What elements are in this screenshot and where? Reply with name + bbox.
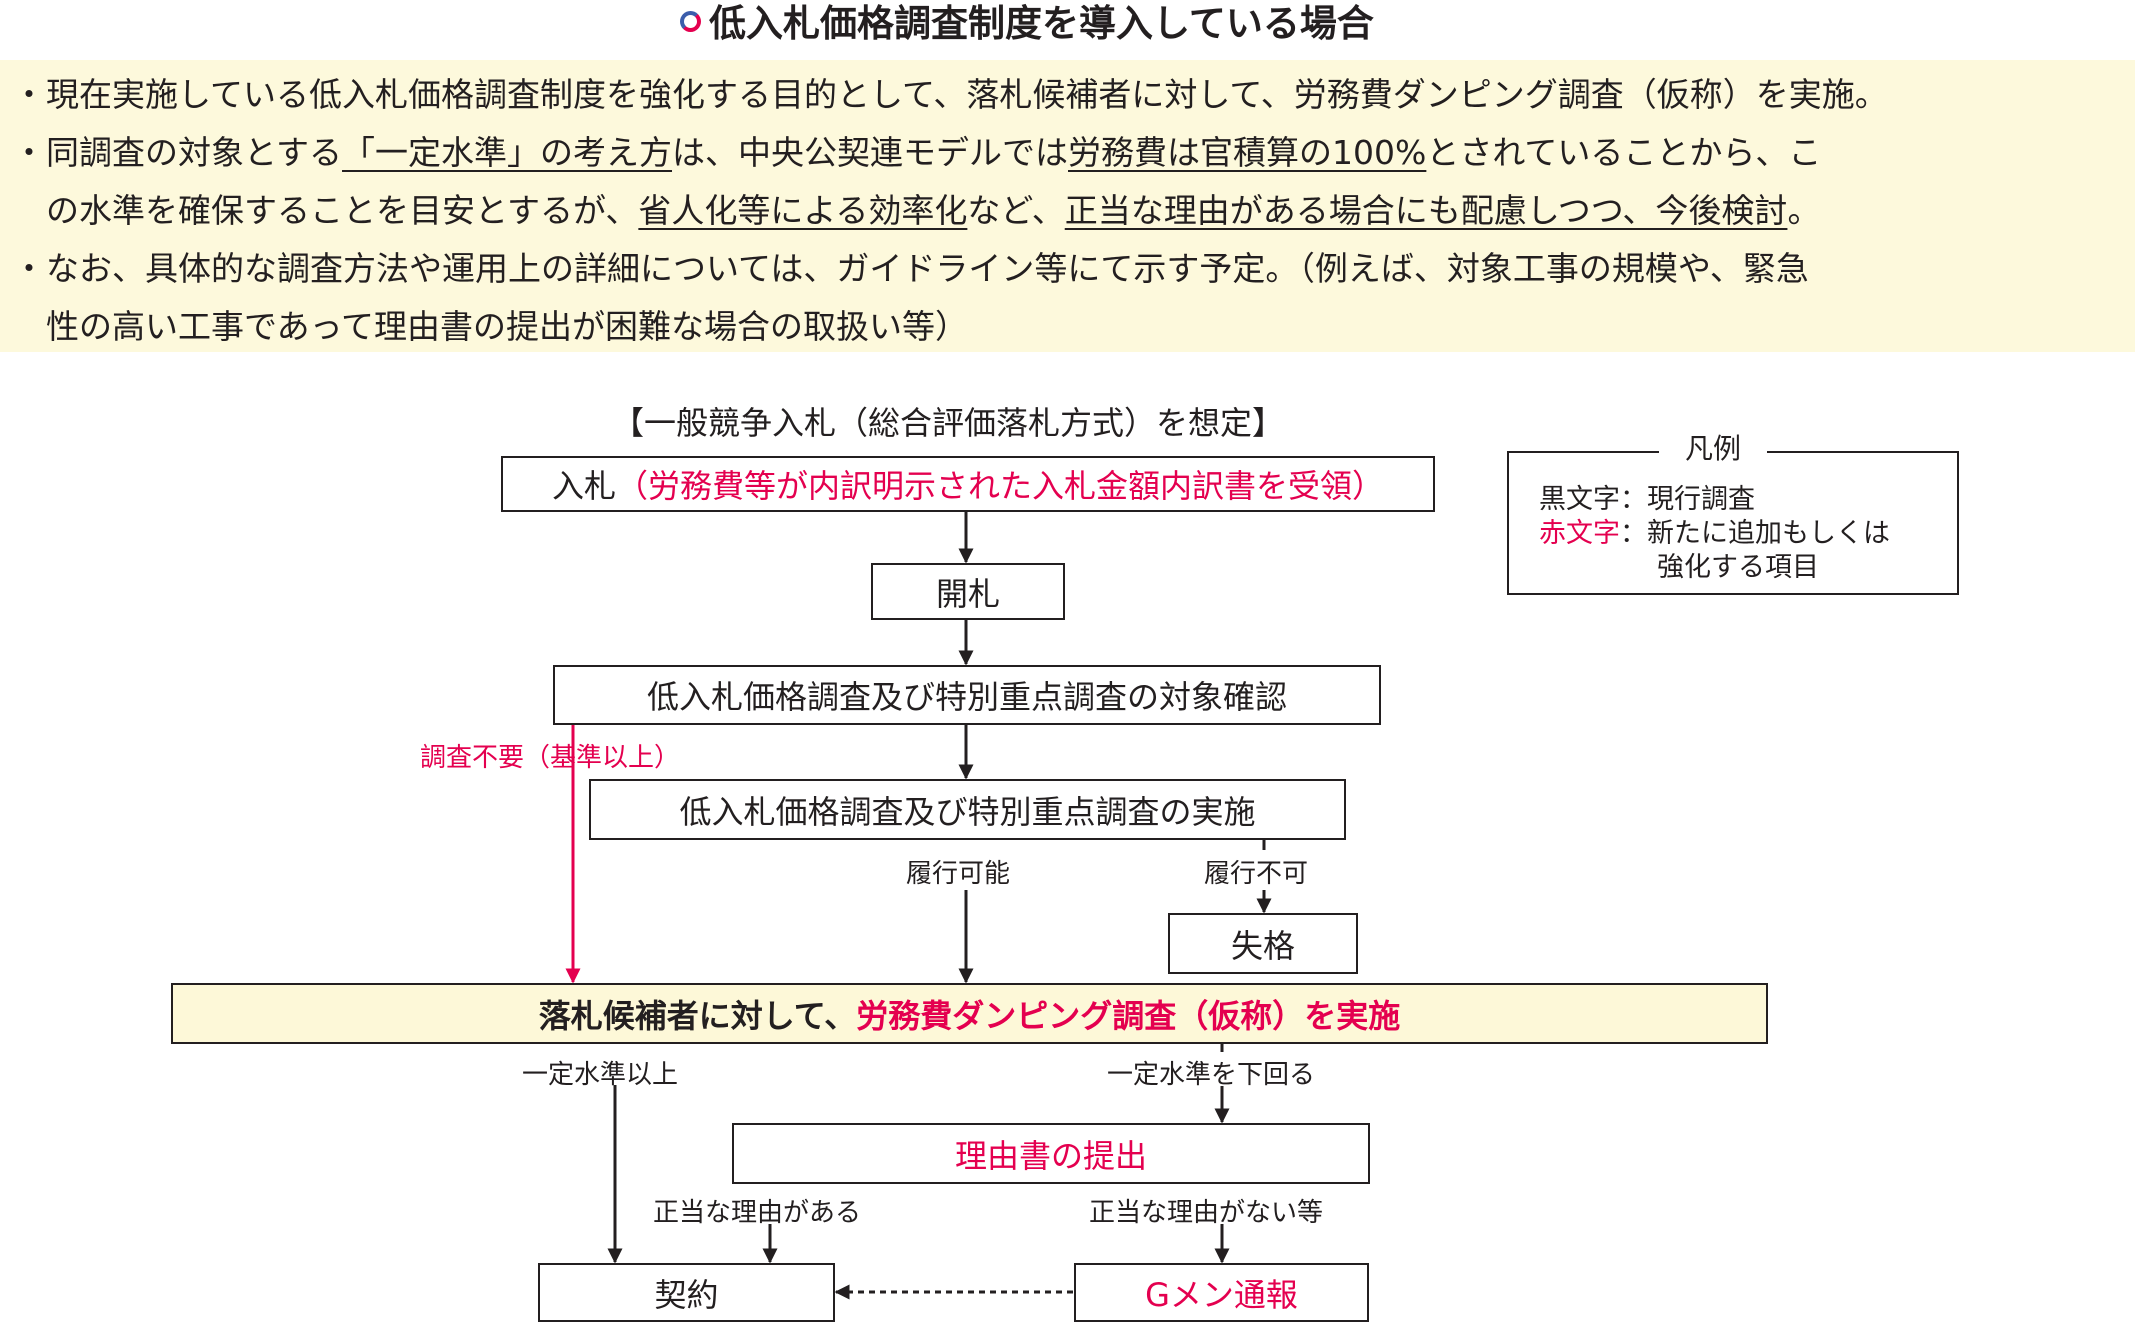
dumping-text-red: 労務費ダンピング調査（仮称） bbox=[856, 996, 1305, 1035]
dumping-text-b: を実施 bbox=[1304, 996, 1401, 1035]
label-above-level: 一定水準以上 bbox=[522, 1060, 679, 1090]
note-2-underline-3: 省人化等による効率化 bbox=[638, 191, 968, 230]
note-3-cont: 性の高い工事であって理由書の提出が困難な場合の取扱い等） bbox=[12, 298, 2135, 356]
ring-bullet-icon bbox=[680, 11, 701, 32]
label-no-survey: 調査不要（基準以上） bbox=[420, 743, 681, 773]
note-2-text-d: の水準を確保することを目安とするが、 bbox=[46, 191, 639, 230]
step-disqualified: 失格 bbox=[1168, 913, 1358, 974]
note-3-text-b: 性の高い工事であって理由書の提出が困難な場合の取扱い等） bbox=[46, 307, 969, 346]
bullet-mark: ・ bbox=[12, 133, 46, 172]
notes-panel: ・現在実施している低入札価格調査制度を強化する目的として、落札候補者に対して、労… bbox=[0, 60, 2135, 352]
flow-heading: 【一般競争入札（総合評価落札方式）を想定】 bbox=[612, 404, 1285, 442]
bullet-mark: ・ bbox=[12, 75, 46, 114]
legend-row-red: 赤文字：新たに追加もしくは bbox=[1539, 517, 1890, 551]
note-2-text-b: は、中央公契連モデルでは bbox=[672, 133, 1069, 172]
step-survey-exec: 低入札価格調査及び特別重点調査の実施 bbox=[589, 779, 1346, 840]
label-unjustified: 正当な理由がない等 bbox=[1089, 1198, 1324, 1228]
note-2-underline-4: 正当な理由がある場合にも配慮しつつ、今後検討 bbox=[1064, 191, 1788, 230]
step-contract: 契約 bbox=[538, 1263, 835, 1322]
note-1: ・現在実施している低入札価格調査制度を強化する目的として、落札候補者に対して、労… bbox=[12, 66, 2122, 124]
step-bid-red-text: （労務費等が内訳明示された入札金額内訳書を受領） bbox=[616, 467, 1385, 505]
legend-black-key: 黒文字 bbox=[1539, 484, 1620, 515]
legend-row-black: 黒文字：現行調査 bbox=[1539, 483, 1755, 517]
note-2-underline-1: 「一定水準」の考え方 bbox=[342, 133, 673, 172]
note-3-text-a: なお、具体的な調査方法や運用上の詳細については、ガイドライン等にて示す予定。（例… bbox=[46, 249, 1809, 288]
step-gmen-report: Gメン通報 bbox=[1074, 1263, 1369, 1322]
label-below-level: 一定水準を下回る bbox=[1107, 1060, 1316, 1090]
step-reason-doc: 理由書の提出 bbox=[732, 1123, 1370, 1184]
dumping-text-a: 落札候補者に対して、 bbox=[538, 996, 857, 1035]
note-2: ・同調査の対象とする「一定水準」の考え方は、中央公契連モデルでは労務費は官積算の… bbox=[12, 124, 2122, 182]
label-feasible: 履行可能 bbox=[906, 859, 1011, 889]
note-2-text-c: とされていることから、こ bbox=[1426, 133, 1822, 172]
page-title-text: 低入札価格調査制度を導入している場合 bbox=[709, 2, 1374, 45]
page-title: 低入札価格調査制度を導入している場合 bbox=[680, 2, 1480, 46]
legend-red-desc-2: 強化する項目 bbox=[1657, 552, 1819, 583]
label-infeasible: 履行不可 bbox=[1204, 859, 1309, 889]
note-2-text-a: 同調査の対象とする bbox=[46, 133, 343, 172]
step-dumping-survey: 落札候補者に対して、労務費ダンピング調査（仮称）を実施 bbox=[171, 983, 1768, 1044]
note-2-cont: の水準を確保することを目安とするが、省人化等による効率化など、正当な理由がある場… bbox=[12, 182, 2135, 240]
step-opening: 開札 bbox=[871, 563, 1065, 620]
legend: 凡例 黒文字：現行調査 赤文字：新たに追加もしくは 強化する項目 bbox=[1507, 431, 1959, 595]
note-2-text-f: 。 bbox=[1787, 191, 1821, 230]
label-justified: 正当な理由がある bbox=[653, 1198, 862, 1228]
step-target-check: 低入札価格調査及び特別重点調査の対象確認 bbox=[553, 665, 1381, 725]
legend-title: 凡例 bbox=[1659, 431, 1768, 467]
step-bid: 入札（労務費等が内訳明示された入札金額内訳書を受領） bbox=[501, 456, 1435, 512]
bullet-mark: ・ bbox=[12, 249, 46, 288]
note-2-text-e: など、 bbox=[967, 191, 1065, 230]
legend-black-desc: ：現行調査 bbox=[1620, 484, 1755, 515]
legend-red-desc-1: ：新たに追加もしくは bbox=[1620, 518, 1890, 549]
note-2-underline-2: 労務費は官積算の100% bbox=[1068, 133, 1427, 172]
step-bid-text: 入札 bbox=[551, 467, 616, 505]
note-1-text: 現在実施している低入札価格調査制度を強化する目的として、落札候補者に対して、労務… bbox=[46, 75, 1888, 114]
legend-red-key: 赤文字 bbox=[1539, 518, 1620, 549]
note-3: ・なお、具体的な調査方法や運用上の詳細については、ガイドライン等にて示す予定。（… bbox=[12, 240, 2122, 298]
